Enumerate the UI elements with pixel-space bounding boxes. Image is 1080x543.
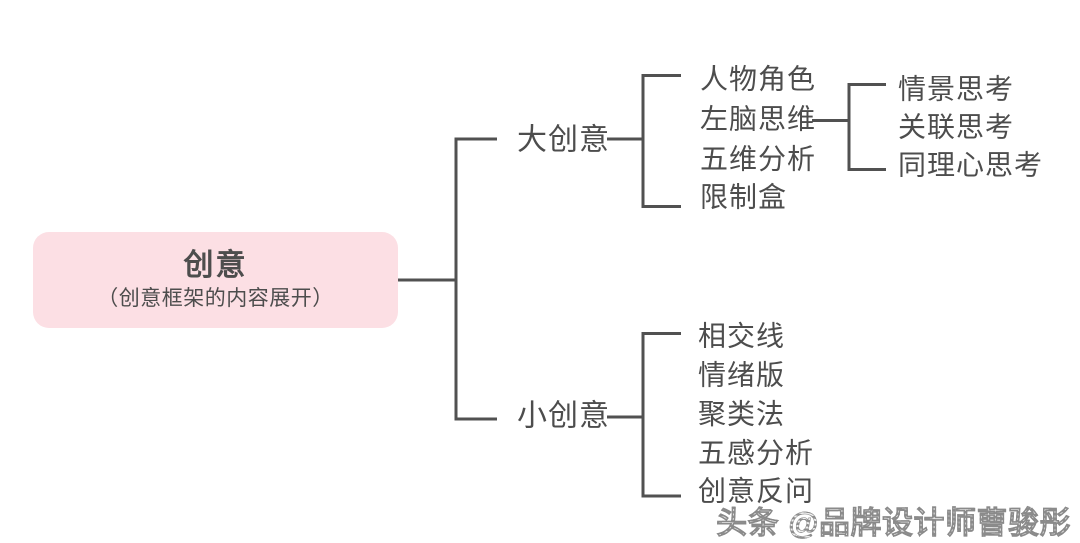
mindmap-node: 限制盒 xyxy=(700,181,788,213)
branch-node-big-idea: 大创意 xyxy=(517,123,610,157)
branch-node-small-idea: 小创意 xyxy=(517,399,610,433)
mindmap-node: 五维分析 xyxy=(700,143,817,175)
mindmap-node: 五感分析 xyxy=(698,437,815,469)
root-node-title: 创意 xyxy=(183,249,248,282)
watermark-text: 头条 @品牌设计师曹骏彤 xyxy=(716,498,1071,543)
mindmap-node: 相交线 xyxy=(698,320,786,352)
root-node: 创意 （创意框架的内容展开） xyxy=(33,232,398,328)
mindmap-node: 关联思考 xyxy=(898,111,1015,143)
mindmap-node: 聚类法 xyxy=(698,398,786,430)
mindmap-node: 情绪版 xyxy=(698,359,786,391)
mindmap-node: 左脑思维 xyxy=(700,103,817,135)
mindmap-node: 情景思考 xyxy=(898,73,1015,105)
mindmap-node: 创意反问 xyxy=(698,475,815,507)
root-node-subtitle: （创意框架的内容展开） xyxy=(97,287,334,310)
mindmap-node: 人物角色 xyxy=(700,63,817,95)
mindmap-node: 同理心思考 xyxy=(898,149,1044,181)
